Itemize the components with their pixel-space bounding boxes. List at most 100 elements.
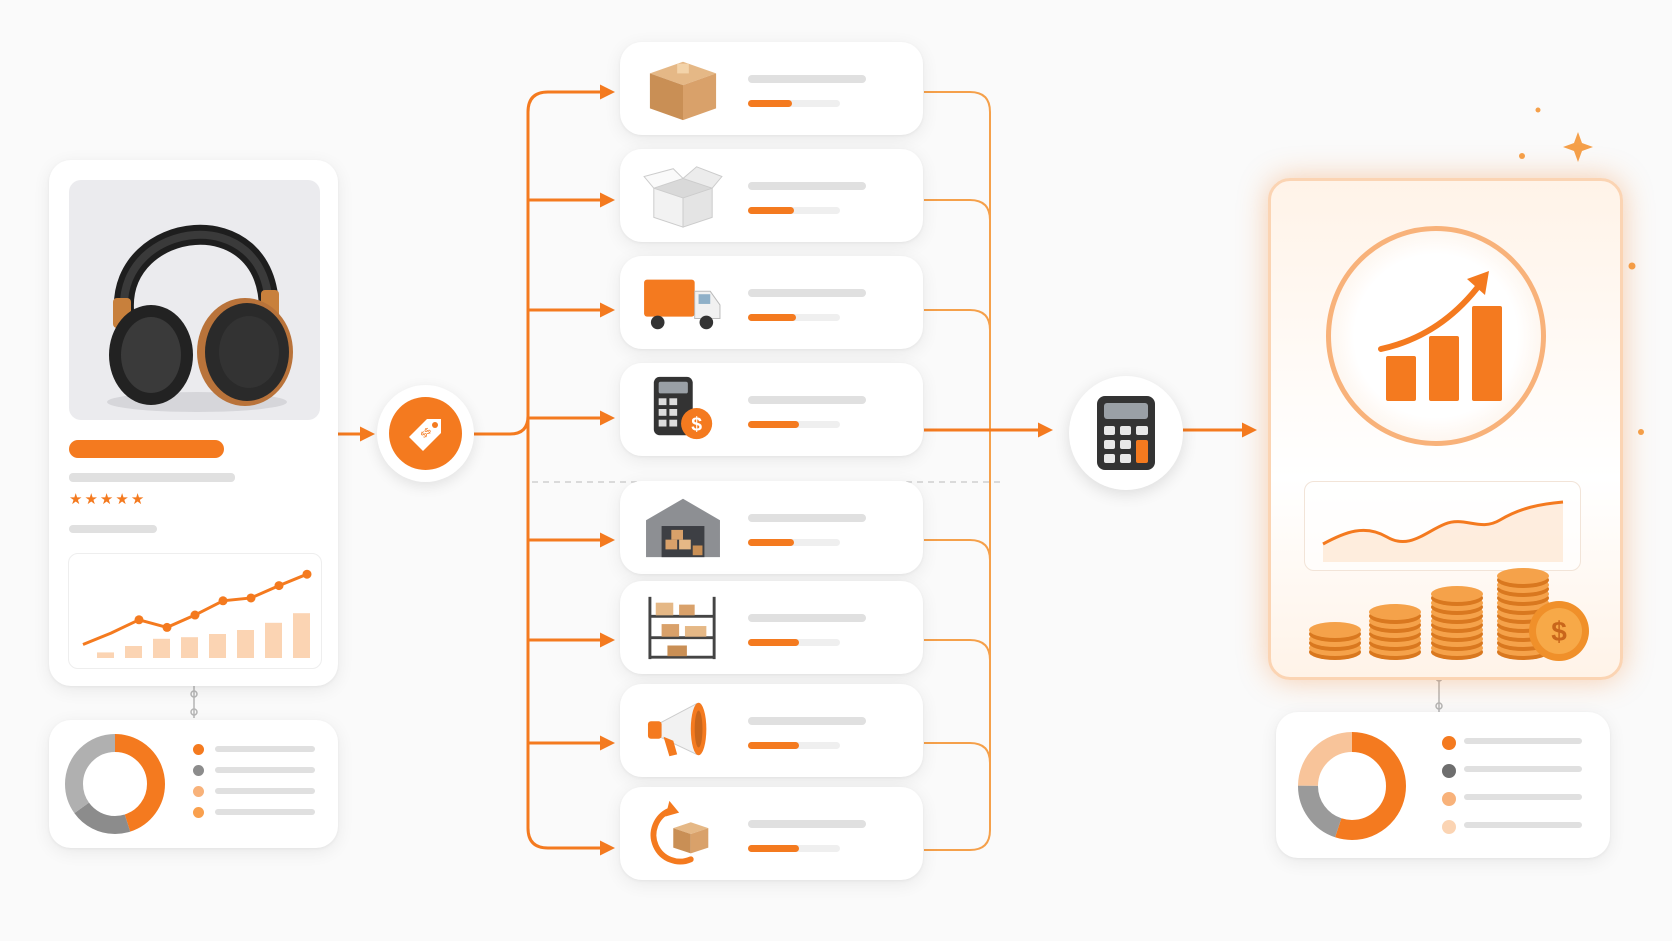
legend-label-placeholder [215, 746, 315, 752]
result-trend-panel [1304, 481, 1581, 571]
open-box-icon [643, 166, 723, 228]
megaphone-icon [647, 702, 707, 757]
trend-point [274, 581, 284, 591]
legend-dot [193, 765, 204, 776]
trend-bar [293, 613, 310, 658]
cost-item-label-placeholder [748, 614, 866, 622]
cost-item-card[interactable]: $ [620, 363, 923, 456]
legend-label-placeholder [215, 809, 315, 815]
trend-point [134, 615, 144, 625]
product-card[interactable]: ★★★★★ [49, 160, 338, 686]
legend-label-placeholder [1464, 738, 1582, 744]
trend-point [162, 622, 172, 632]
profit-donut-chart [1298, 732, 1406, 840]
cost-item-label-placeholder [748, 717, 866, 725]
trend-point [302, 569, 312, 579]
legend-label-placeholder [1464, 822, 1582, 828]
legend-label-placeholder [1464, 794, 1582, 800]
cost-item-label-placeholder [748, 182, 866, 190]
trend-point [246, 593, 256, 603]
cost-item-card[interactable] [620, 481, 923, 574]
coin-stacks-icon: $ [1309, 568, 1589, 661]
star-icon: ★ [99, 491, 116, 508]
growth-circle [1326, 226, 1546, 446]
cost-item-card[interactable] [620, 684, 923, 777]
trend-bar [237, 630, 254, 658]
cost-item-label-placeholder [748, 820, 866, 828]
trend-bar [181, 637, 198, 658]
pricing-node[interactable]: $$ [377, 385, 474, 482]
legend-dot [193, 744, 204, 755]
calculator-dollar-icon: $ [653, 376, 713, 440]
cost-item-progress-fill [748, 207, 794, 214]
trend-bar [125, 646, 142, 658]
cost-item-label-placeholder [748, 289, 866, 297]
legend-label-placeholder [1464, 766, 1582, 772]
trend-bar [209, 634, 226, 658]
product-title-placeholder [69, 440, 224, 458]
svg-text:$: $ [691, 413, 702, 435]
trend-bar [97, 652, 114, 658]
product-meta-placeholder [69, 525, 157, 533]
star-icon: ★ [84, 491, 100, 508]
trend-bar [265, 622, 282, 658]
return-box-icon [650, 800, 709, 865]
star-icon: ★ [130, 491, 147, 508]
star-icon: ★ [115, 491, 131, 508]
sales-trend-chart [68, 553, 322, 669]
donut-segment [1298, 732, 1406, 840]
cost-item-label-placeholder [748, 514, 866, 522]
legend-dot [193, 807, 204, 818]
cost-item-progress-track [748, 100, 840, 107]
cost-item-progress-fill [748, 100, 792, 107]
legend-label-placeholder [215, 788, 315, 794]
legend-dot [1442, 792, 1456, 806]
cost-item-progress-fill [748, 539, 794, 546]
trend-bar [153, 638, 170, 658]
cost-item-label-placeholder [748, 75, 866, 83]
cost-item-card[interactable] [620, 149, 923, 242]
warehouse-icon [646, 498, 720, 558]
headphones-icon [107, 224, 293, 412]
cost-item-progress-track [748, 207, 840, 214]
legend-dot [1442, 736, 1456, 750]
right-breakdown-card [1276, 712, 1610, 858]
legend-dot [1442, 820, 1456, 834]
calculator-icon [1097, 396, 1155, 470]
calculation-node[interactable] [1069, 376, 1183, 490]
legend-label-placeholder [215, 767, 315, 773]
product-subtitle-placeholder [69, 473, 235, 482]
cost-item-card[interactable] [620, 787, 923, 880]
price-tag-icon: $$ [409, 419, 441, 451]
cost-item-progress-fill [748, 639, 799, 646]
box-icon [649, 61, 717, 121]
product-image [69, 180, 320, 420]
legend-dot [1442, 764, 1456, 778]
cost-item-card[interactable] [620, 581, 923, 674]
cost-item-progress-fill [748, 742, 799, 749]
cost-donut-chart [65, 734, 165, 834]
wave-line [1322, 500, 1564, 562]
cost-item-progress-fill [748, 421, 799, 428]
cost-item-progress-fill [748, 845, 799, 852]
cost-item-progress-fill [748, 314, 796, 321]
result-card[interactable]: $ [1268, 178, 1623, 680]
donut-segment [65, 734, 165, 834]
star-icon: ★ [69, 491, 85, 508]
trend-point [218, 596, 228, 606]
svg-text:$: $ [1551, 616, 1567, 647]
cost-item-card[interactable] [620, 42, 923, 135]
donut-segment [1298, 732, 1406, 840]
left-breakdown-card [49, 720, 338, 848]
rating-stars: ★★★★★ [69, 490, 146, 508]
donut-segment [65, 734, 165, 834]
trend-point [190, 610, 200, 620]
growth-chart-icon [1378, 271, 1502, 401]
delivery-truck-icon [644, 279, 721, 330]
cost-item-card[interactable] [620, 256, 923, 349]
storage-shelf-icon [648, 596, 716, 660]
cost-item-progress-track [748, 539, 840, 546]
legend-dot [193, 786, 204, 797]
cost-item-label-placeholder [748, 396, 866, 404]
